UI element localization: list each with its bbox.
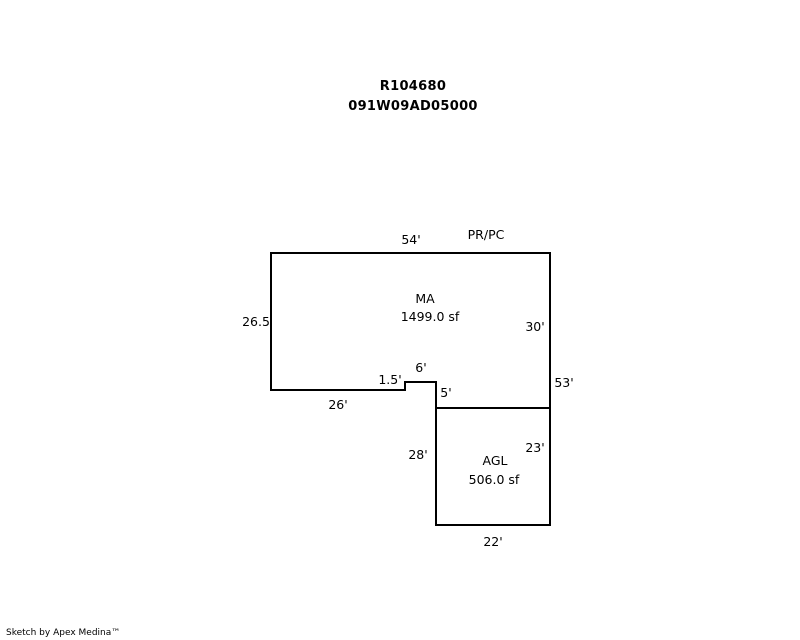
- main-area-code: MA: [415, 291, 435, 306]
- sketch-credit: Sketch by Apex Medina™: [6, 628, 121, 638]
- dim-outer-right: 53': [554, 375, 573, 390]
- map-number: 091W09AD05000: [348, 99, 478, 114]
- dim-main-right: 30': [525, 319, 544, 334]
- dim-top-note: PR/PC: [468, 227, 505, 242]
- dim-garage-right: 23': [525, 440, 544, 455]
- parcel-id: R104680: [379, 79, 447, 94]
- garage-area-outline: [435, 407, 551, 526]
- dim-notch-right: 5': [440, 385, 451, 400]
- main-area-outline: [270, 252, 551, 409]
- dim-garage-bottom: 22': [483, 534, 502, 549]
- garage-area-size: 506.0 sf: [469, 472, 520, 487]
- main-area-size: 1499.0 sf: [401, 309, 460, 324]
- dim-notch-top: 6': [415, 360, 426, 375]
- garage-area-code: AGL: [483, 453, 508, 468]
- dim-notch-left: 1.5': [378, 372, 401, 387]
- dim-top: 54': [401, 232, 420, 247]
- dim-bottom-left: 26': [328, 397, 347, 412]
- dim-garage-left: 28': [408, 447, 427, 462]
- dim-left: 26.5: [242, 314, 270, 329]
